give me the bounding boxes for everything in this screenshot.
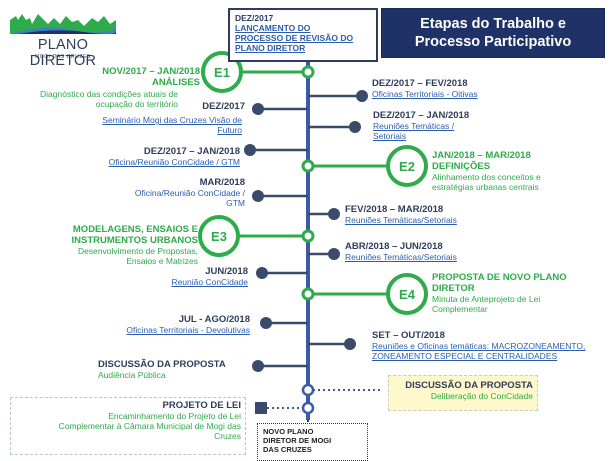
projeto-de-lei-box: PROJETO DE LEI Encaminhamento do Projeto… bbox=[10, 397, 246, 455]
stage-e3-label: E3 bbox=[211, 229, 227, 244]
event-oficinas-territoriais: DEZ/2017 – FEV/2018 Oficinas Territoriai… bbox=[372, 78, 478, 99]
logo-subtitle: MOGI DAS CRUZES bbox=[35, 54, 91, 60]
discussao-concidade-box: DISCUSSÃO DA PROPOSTA Deliberação do Con… bbox=[388, 375, 538, 411]
stage-e2-label: E2 bbox=[399, 159, 415, 174]
event-dez-2017-date: DEZ/2017 bbox=[202, 101, 245, 112]
event-jul-ago-2018: JUL - AGO/2018 Oficinas Territoriais - D… bbox=[126, 314, 250, 335]
event-dot bbox=[328, 248, 340, 260]
timeline-node bbox=[301, 401, 315, 415]
event-mar-2018: MAR/2018 Oficina/Reunião ConCidade / GTM bbox=[134, 177, 245, 208]
event-dot bbox=[328, 208, 340, 220]
event-seminario: Seminário Mogi das Cruzes Visão de Futur… bbox=[102, 115, 242, 135]
launch-date: DEZ/2017 bbox=[235, 13, 274, 23]
stage-e4-label: E4 bbox=[399, 287, 416, 302]
header-title-line-1: Etapas do Trabalho e bbox=[420, 16, 566, 32]
launch-line-2[interactable]: PROCESSO DE REVISÃO DO bbox=[235, 33, 354, 43]
event-dot bbox=[356, 90, 368, 102]
event-dot bbox=[344, 338, 356, 350]
stage-e1-text: NOV/2017 – JAN/2018 ANÁLISES bbox=[70, 66, 200, 88]
timeline-node bbox=[301, 229, 315, 243]
event-reunioes-tematicas-3: ABR/2018 – JUN/2018 Reuniões Temáticas/S… bbox=[345, 241, 457, 262]
timeline-node bbox=[301, 287, 315, 301]
header-title-line-2: Processo Participativo bbox=[414, 34, 572, 50]
launch-box: DEZ/2017 LANÇAMENTO DO PROCESSO DE REVIS… bbox=[228, 8, 378, 62]
timeline-node bbox=[301, 159, 315, 173]
stage-e2-badge bbox=[386, 145, 428, 187]
header-banner: Etapas do Trabalho e Processo Participat… bbox=[381, 8, 605, 58]
event-dot bbox=[260, 317, 272, 329]
stage-e4-badge bbox=[386, 273, 428, 315]
projeto-marker bbox=[255, 402, 267, 414]
stage-e3-text: MODELAGENS, ENSAIOS E INSTRUMENTOS URBAN… bbox=[71, 224, 199, 266]
event-dot bbox=[252, 360, 264, 372]
event-dot bbox=[256, 267, 268, 279]
stage-e1-desc: Diagnóstico das condições atuais de ocup… bbox=[40, 89, 178, 109]
timeline-node bbox=[301, 65, 315, 79]
logo: PLANO DIRETOR MOGI DAS CRUZES bbox=[4, 6, 122, 69]
logo-title: PLANO DIRETOR bbox=[29, 37, 97, 69]
event-set-out-2018: SET – OUT/2018 Reuniões e Oficinas temát… bbox=[372, 330, 586, 361]
timeline-node bbox=[301, 383, 315, 397]
event-dot bbox=[252, 103, 264, 115]
event-jun-2018: JUN/2018 Reunião ConCidade bbox=[171, 266, 248, 287]
stage-e2-text: JAN/2018 – MAR/2018 DEFINIÇÕES Alinhamen… bbox=[432, 150, 541, 192]
event-dot bbox=[244, 144, 256, 156]
event-oficina-concidade-gtm: DEZ/2017 – JAN/2018 Oficina/Reunião ConC… bbox=[108, 146, 240, 167]
event-reunioes-tematicas-2: FEV/2018 – MAR/2018 Reuniões Temáticas/S… bbox=[345, 204, 457, 225]
event-reunioes-tematicas-1: DEZ/2017 – JAN/2018 Reuniões Temáticas /… bbox=[373, 110, 470, 141]
stage-e1-date: NOV/2017 – JAN/2018 bbox=[102, 66, 200, 77]
logo-skyline-icon bbox=[10, 14, 116, 34]
launch-line-3[interactable]: PLANO DIRETOR bbox=[235, 43, 306, 53]
event-dot bbox=[349, 121, 361, 133]
stage-e1-title: ANÁLISES bbox=[151, 77, 200, 88]
stage-e3-badge bbox=[198, 215, 240, 257]
stage-e1-badge bbox=[201, 51, 243, 93]
event-dot bbox=[252, 190, 264, 202]
stage-e4-text: PROPOSTA DE NOVO PLANO DIRETOR Minuta de… bbox=[432, 272, 567, 314]
novo-plano-diretor-box: NOVO PLANO DIRETOR DE MOGI DAS CRUZES bbox=[257, 423, 368, 461]
stage-e1-label: E1 bbox=[214, 65, 230, 80]
launch-line-1[interactable]: LANÇAMENTO DO bbox=[235, 23, 311, 33]
event-discussao-audiencia: DISCUSSÃO DA PROPOSTA Audiência Pública bbox=[98, 359, 226, 380]
